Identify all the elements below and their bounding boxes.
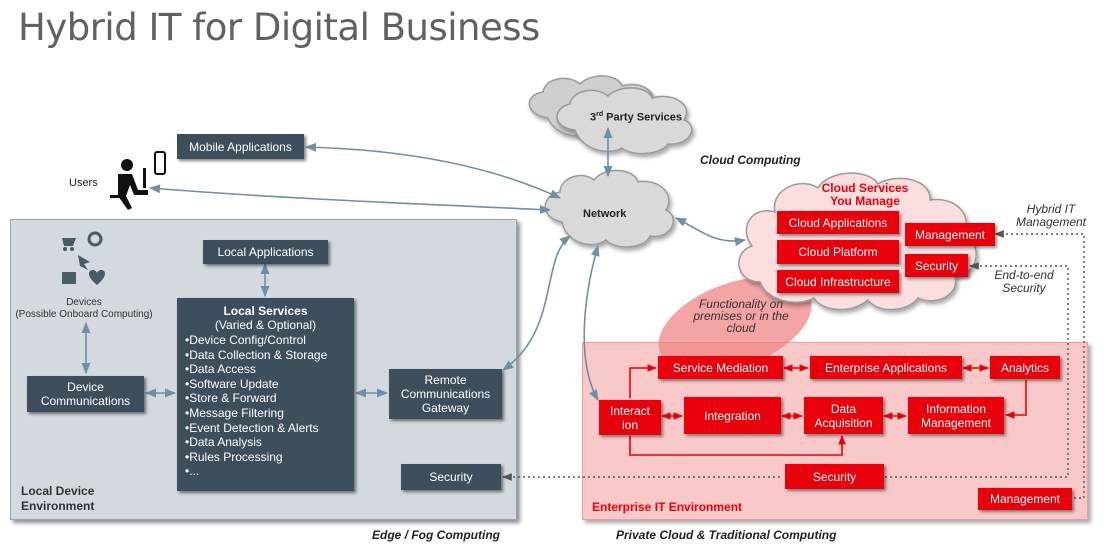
page-title: Hybrid IT for Digital Business xyxy=(18,6,540,49)
service-mediation-box[interactable]: Service Mediation xyxy=(658,356,783,379)
analytics-box[interactable]: Analytics xyxy=(990,356,1060,379)
list-item: Event Detection & Alerts xyxy=(185,421,354,436)
enterprise-management-box[interactable]: Management xyxy=(978,488,1072,510)
local-services-title: Local Services xyxy=(223,304,308,318)
list-item: Rules Processing xyxy=(185,450,354,465)
local-services-box[interactable]: Local Services (Varied & Optional) Devic… xyxy=(177,298,354,491)
list-item: ... xyxy=(185,464,354,479)
cloud-platform-box[interactable]: Cloud Platform xyxy=(777,240,899,264)
enterprise-security-box[interactable]: Security xyxy=(785,464,884,489)
network-label: Network xyxy=(583,208,627,220)
list-item: Data Analysis xyxy=(185,435,354,450)
list-item: Message Filtering xyxy=(185,406,354,421)
cloud-management-box[interactable]: Management xyxy=(905,223,995,246)
local-services-list: Device Config/Control Data Collection & … xyxy=(185,333,354,479)
cloud-applications-box[interactable]: Cloud Applications xyxy=(777,211,899,234)
edge-fog-label: Edge / Fog Computing xyxy=(372,528,500,542)
list-item: Store & Forward xyxy=(185,391,354,406)
enterprise-applications-box[interactable]: Enterprise Applications xyxy=(810,356,962,379)
third-party-cloud xyxy=(556,87,693,155)
list-item: Data Access xyxy=(185,362,354,377)
enterprise-environment-label: Enterprise IT Environment xyxy=(592,500,743,514)
cloud-computing-label: Cloud Computing xyxy=(700,153,801,167)
cloud-security-box[interactable]: Security xyxy=(905,254,968,277)
local-security-box[interactable]: Security xyxy=(401,464,501,490)
integration-box[interactable]: Integration xyxy=(684,397,781,434)
list-item: Software Update xyxy=(185,377,354,392)
list-item: Device Config/Control xyxy=(185,333,354,348)
local-services-subtitle: (Varied & Optional) xyxy=(214,318,317,332)
mobile-phone-icon xyxy=(154,151,166,175)
private-cloud-label: Private Cloud & Traditional Computing xyxy=(616,528,837,542)
devices-label: Devices(Possible Onboard Computing) xyxy=(15,297,153,320)
users-label: Users xyxy=(69,177,98,189)
device-icons xyxy=(62,231,106,285)
list-item: Data Collection & Storage xyxy=(185,348,354,363)
functionality-ellipse xyxy=(658,276,812,374)
third-party-services-label: 3rd Party Services xyxy=(590,111,683,124)
local-applications-box[interactable]: Local Applications xyxy=(203,240,328,264)
mobile-applications-box[interactable]: Mobile Applications xyxy=(177,134,304,159)
cloud-infrastructure-box[interactable]: Cloud Infrastructure xyxy=(777,270,899,293)
user-figure-icon xyxy=(110,159,148,210)
